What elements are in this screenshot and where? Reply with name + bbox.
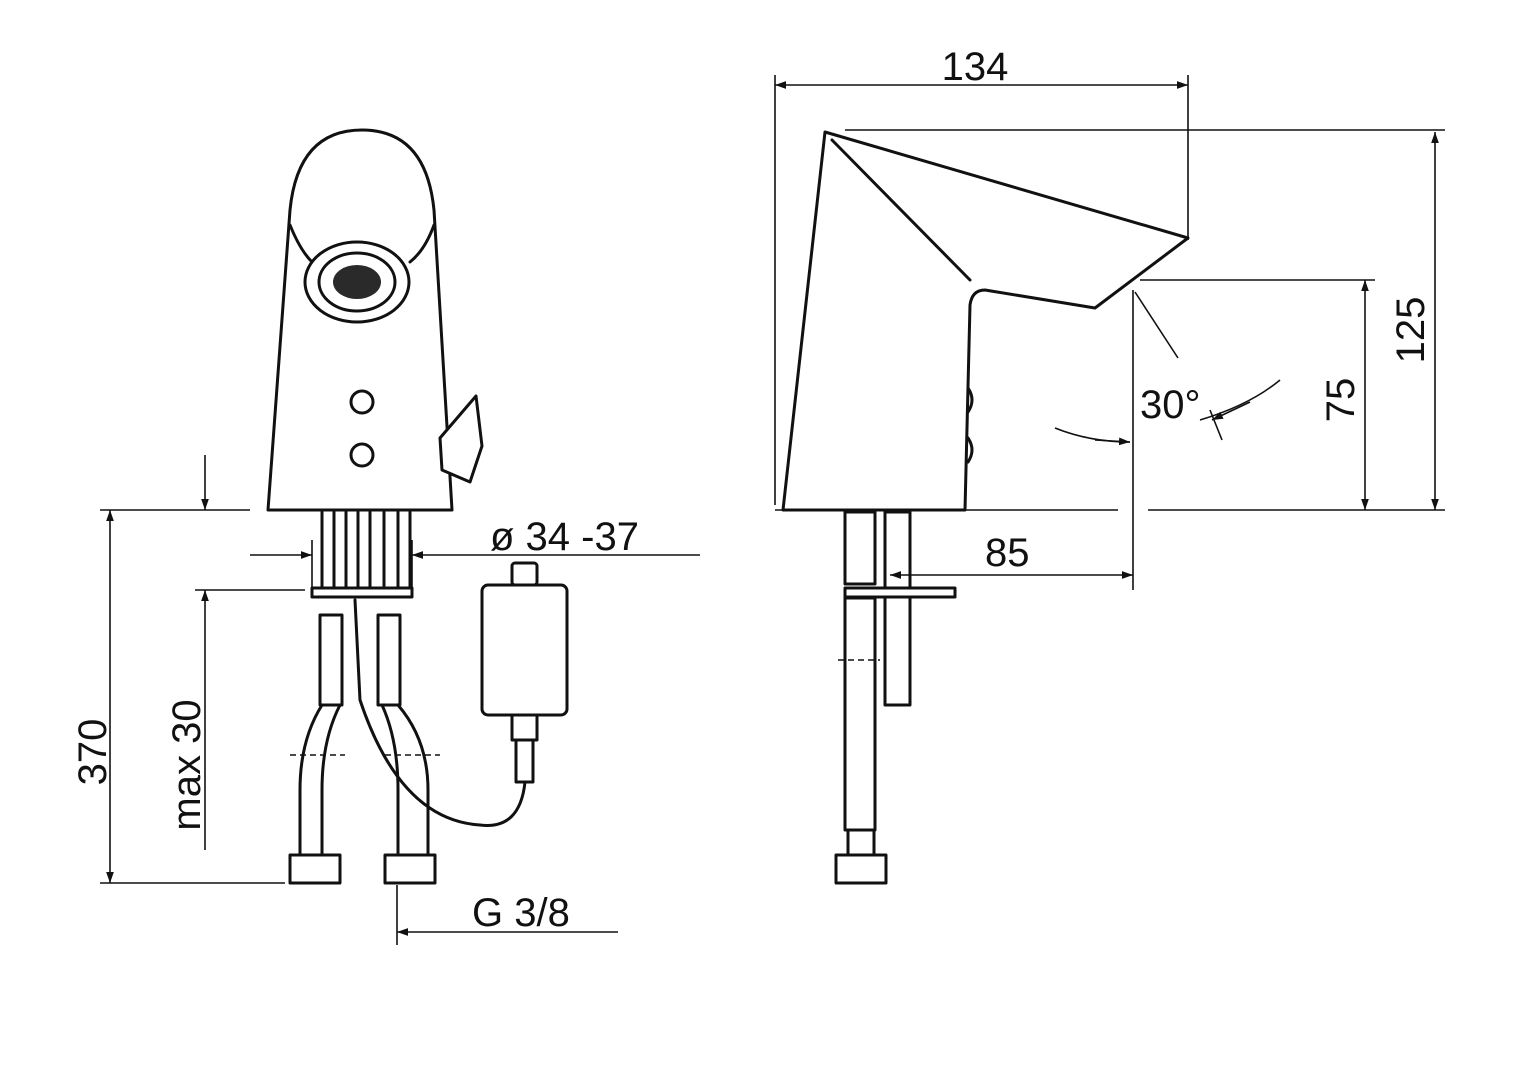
dim-connection-label: G 3/8	[472, 891, 570, 935]
front-dimensions: 370 max 30 ø 34 -37 G 3/8	[71, 455, 700, 945]
front-view: 370 max 30 ø 34 -37 G 3/8	[71, 128, 700, 945]
side-view: 134 125 75 30° 85	[774, 45, 1445, 885]
supply-pipes-front	[288, 510, 440, 885]
dim-125-label: 125	[1389, 297, 1433, 364]
side-dimensions: 134 125 75 30° 85	[774, 45, 1445, 590]
dim-370-label: 370	[71, 719, 115, 786]
dim-max30-label: max 30	[165, 699, 209, 830]
supply-pipes-side	[834, 510, 957, 885]
faucet-body-front	[266, 128, 484, 512]
nut-left	[288, 853, 342, 885]
lever-handle	[438, 394, 484, 484]
dim-75-label: 75	[1319, 378, 1363, 423]
control-box	[353, 561, 569, 827]
nut-right	[383, 853, 437, 885]
dim-85-label: 85	[985, 531, 1030, 575]
dim-diameter-label: ø 34 -37	[490, 515, 639, 559]
dim-134-label: 134	[942, 45, 1009, 89]
dim-angle-label: 30°	[1140, 383, 1201, 427]
sensor-icon	[349, 389, 375, 415]
sensor-icon	[349, 442, 375, 468]
faucet-body-side	[781, 130, 1190, 512]
